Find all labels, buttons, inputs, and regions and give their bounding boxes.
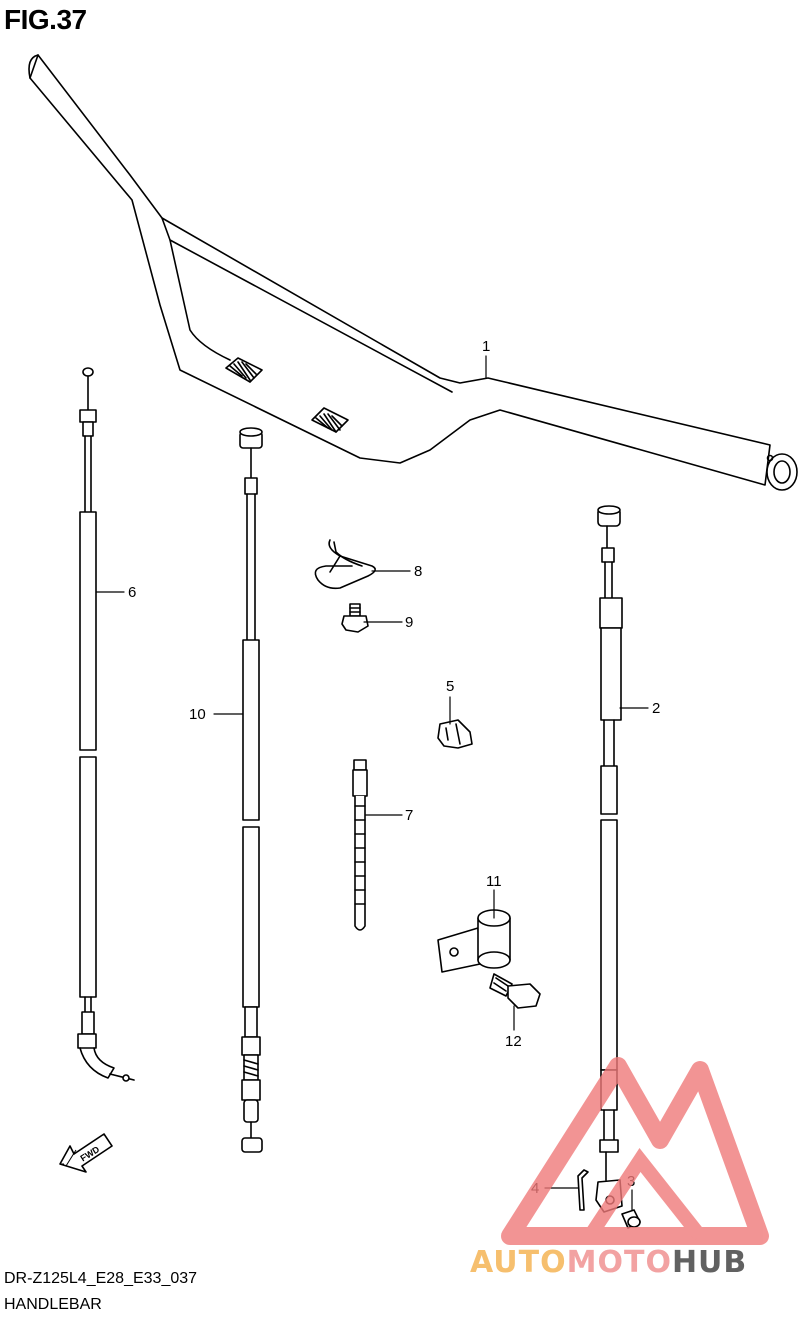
cable-part-6 <box>77 367 135 1082</box>
watermark-moto: MOTO <box>567 1245 672 1280</box>
cable-part-10 <box>239 427 263 1153</box>
clamp-part-5 <box>437 719 473 749</box>
svg-text:AUTOMOTOHUB: AUTOMOTOHUB <box>470 1245 747 1280</box>
figure-title: FIG.37 <box>4 4 87 35</box>
cable-tie-part-7 <box>352 759 368 931</box>
pin-part-3 <box>621 1209 641 1229</box>
callout-8: 8 <box>414 563 422 580</box>
watermark-hub: HUB <box>672 1245 747 1280</box>
handlebar <box>28 54 798 491</box>
diagram-code: DR-Z125L4_E28_E33_037 <box>4 1270 198 1287</box>
callout-1: 1 <box>482 338 490 355</box>
callout-11: 11 <box>486 873 502 890</box>
watermark-logo: AUTOMOTOHUB <box>470 1057 769 1280</box>
callout-6: 6 <box>128 584 136 601</box>
callout-5: 5 <box>446 678 454 695</box>
callout-10: 10 <box>189 706 206 723</box>
wire-clamp-part-8 <box>314 539 376 590</box>
leader-lines <box>95 355 649 1211</box>
bolt-part-9 <box>341 603 369 633</box>
callout-7: 7 <box>405 807 413 824</box>
callout-12: 12 <box>505 1033 522 1050</box>
diagram-name: HANDLEBAR <box>4 1296 102 1313</box>
knurl-left <box>225 357 263 383</box>
bracket-part-11 <box>437 909 511 973</box>
cotter-pin-part-4 <box>577 1169 589 1211</box>
watermark-auto: AUTO <box>470 1245 567 1280</box>
callout-9: 9 <box>405 614 413 631</box>
callout-labels: 1 2 3 4 5 6 7 8 9 10 11 12 <box>128 338 660 1197</box>
fwd-arrow-icon: FWD <box>59 1133 113 1173</box>
knurl-right <box>311 407 349 433</box>
bolt-part-12 <box>489 973 541 1009</box>
callout-2: 2 <box>652 700 660 717</box>
